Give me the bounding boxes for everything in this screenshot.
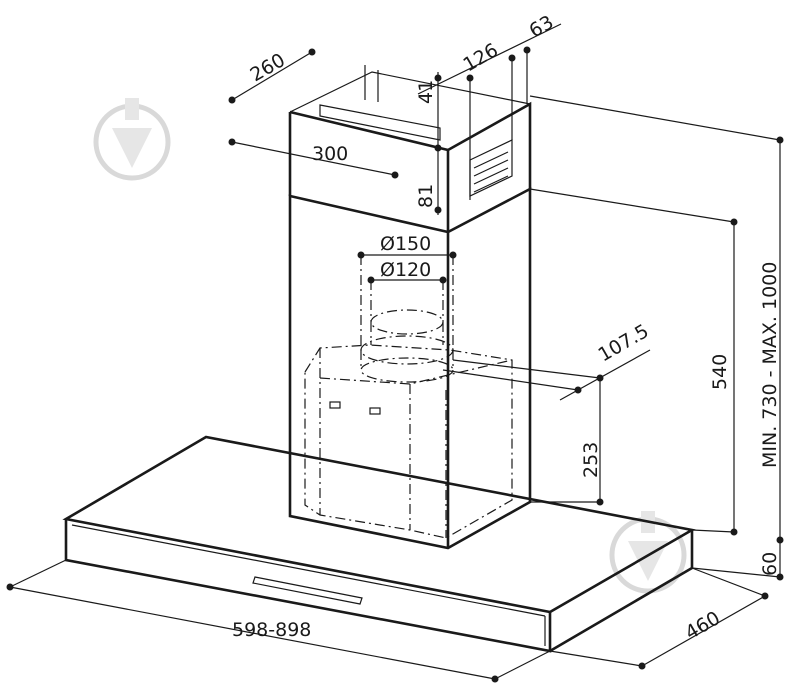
dim-dia-150: Ø150 [357, 233, 457, 350]
dim-label-dia-120: Ø120 [380, 259, 431, 281]
dim-total-height: MIN. 730 - MAX. 1000 [529, 95, 784, 544]
dim-label-107-5: 107.5 [595, 320, 653, 366]
dim-dia-120: Ø120 [367, 259, 447, 322]
dim-label-dia-150: Ø150 [380, 233, 431, 255]
dim-41-81: 41 81 [415, 72, 442, 215]
dim-label-540: 540 [709, 354, 731, 390]
dim-canopy-depth: 460 [549, 567, 769, 670]
dim-label-260: 260 [247, 49, 289, 86]
dim-label-canopy-depth: 460 [682, 607, 724, 644]
dim-label-63: 63 [526, 11, 558, 42]
dim-label-total-height: MIN. 730 - MAX. 1000 [759, 262, 781, 468]
watermark-logo-icon [93, 98, 171, 181]
vent-grille [469, 139, 513, 197]
dim-label-300: 300 [312, 143, 348, 165]
dim-260: 260 [228, 48, 316, 104]
dim-label-41: 41 [415, 80, 437, 104]
dim-label-canopy-width: 598-898 [232, 619, 311, 641]
dim-60: 60 [691, 540, 784, 581]
dim-label-253: 253 [580, 442, 602, 478]
dim-107-5: 107.5 [442, 320, 653, 401]
dim-300: 300 [228, 138, 399, 179]
motor-unit [304, 309, 513, 539]
dim-253: 253 [530, 378, 604, 506]
dim-canopy-width: 598-898 [6, 559, 551, 683]
dim-126-63: 126 63 [417, 11, 562, 200]
dim-label-81: 81 [415, 184, 437, 208]
dim-540: 540 [529, 188, 738, 536]
dim-label-60: 60 [759, 552, 781, 576]
